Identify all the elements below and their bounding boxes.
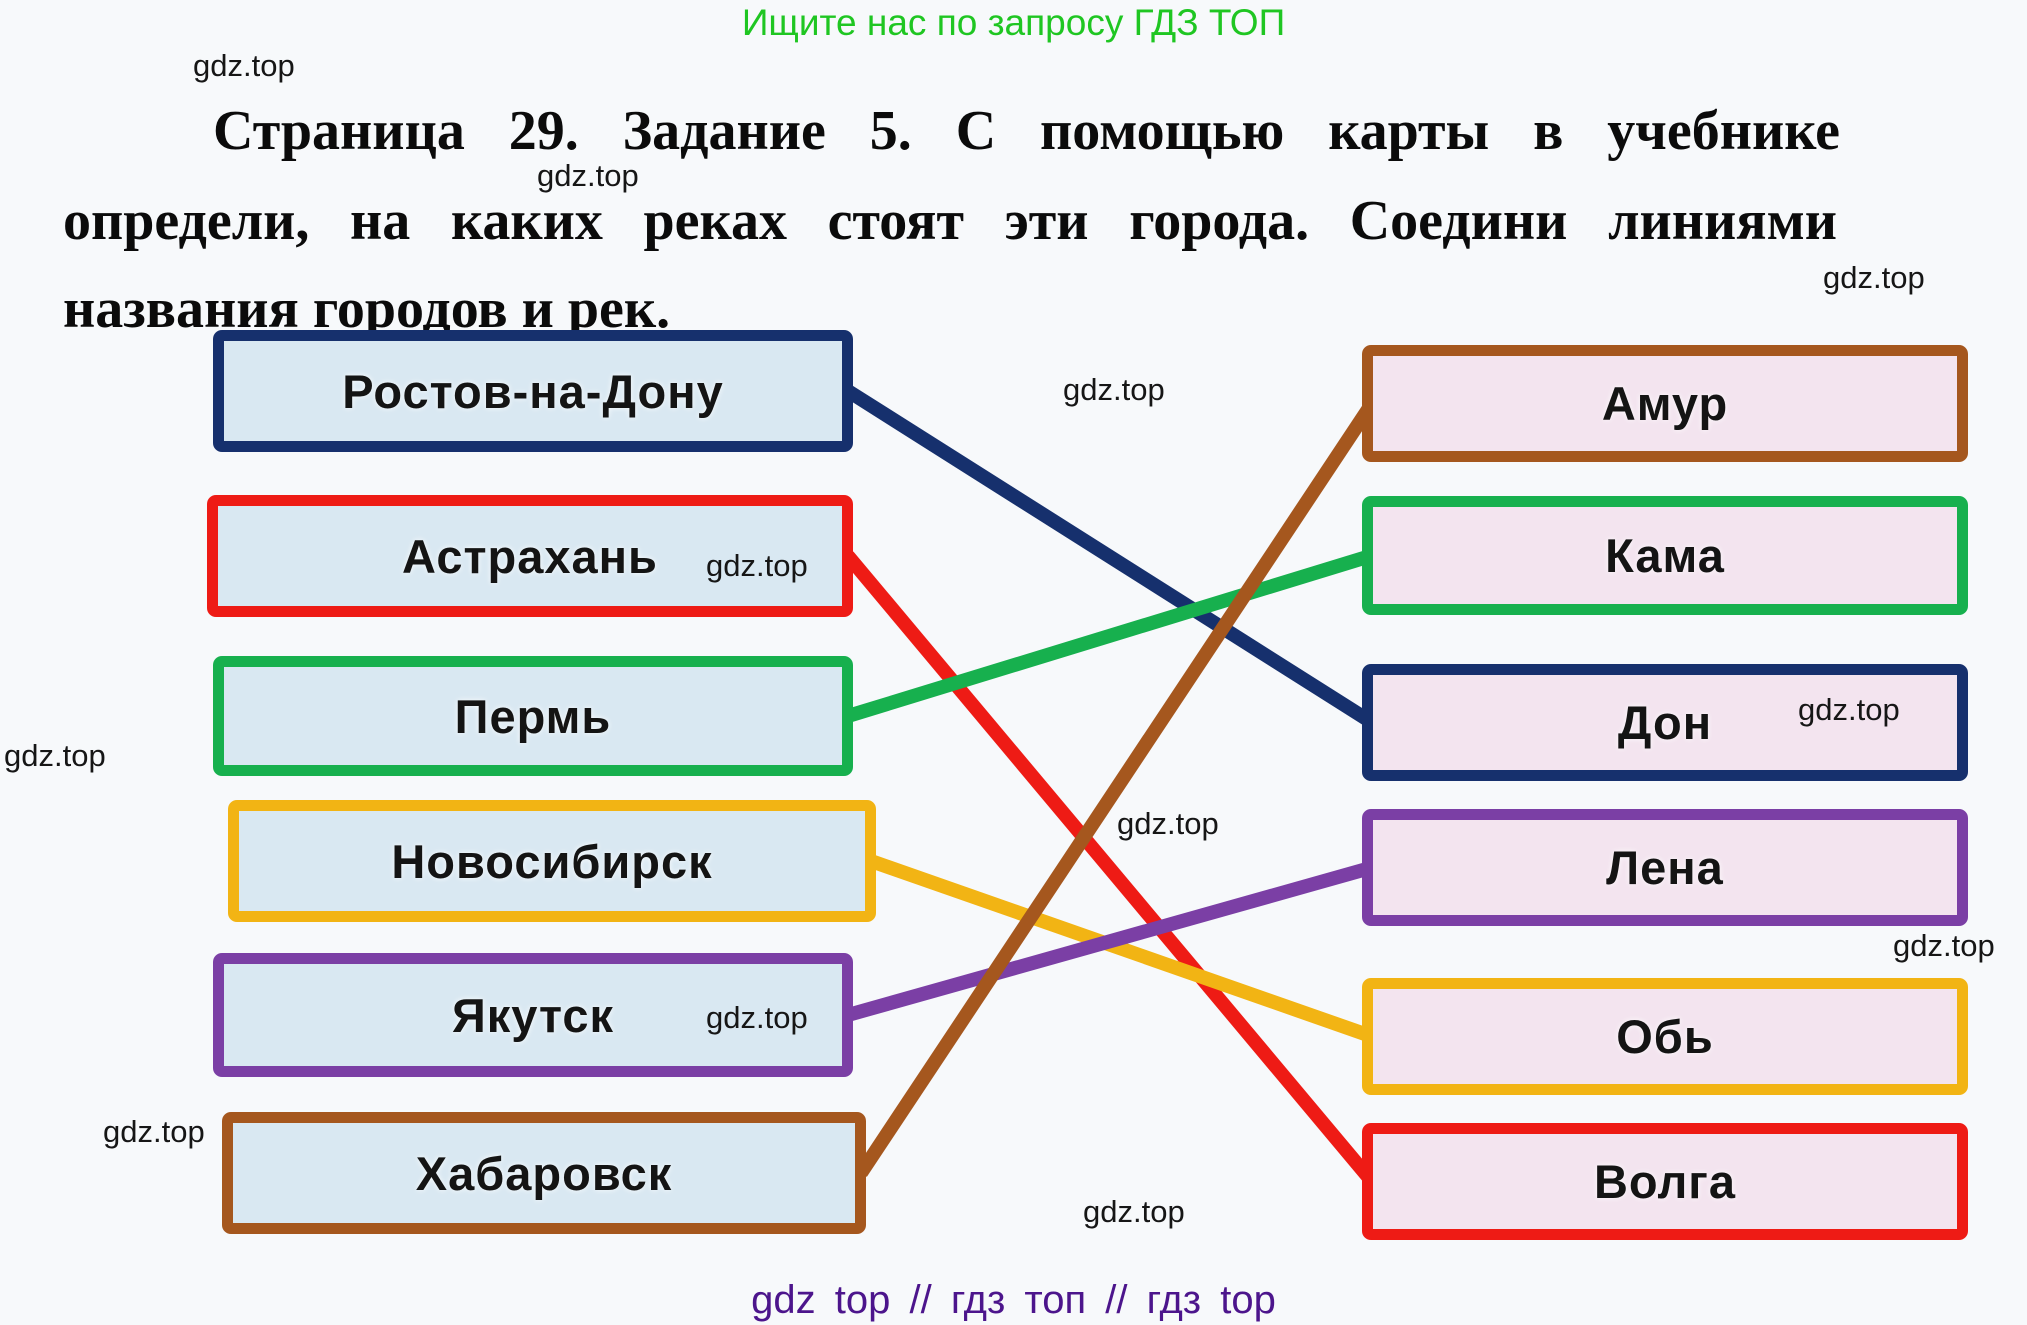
city-label: Ростов-на-Дону xyxy=(342,364,724,418)
river-label: Дон xyxy=(1617,696,1713,749)
connection-line-yakutsk-lena xyxy=(846,860,1374,1022)
connection-line-astrakhan-volga xyxy=(842,551,1378,1186)
connection-line-khabarovsk-amur xyxy=(855,399,1378,1177)
task-title-line-1: Страница 29. Задание 5. С помощью карты … xyxy=(213,100,1840,162)
river-label: Лена xyxy=(1606,841,1724,894)
promo-banner: Ищите нас по запросу ГДЗ ТОП xyxy=(741,2,1286,43)
city-label: Хабаровск xyxy=(415,1146,673,1200)
city-box-novosibirsk: Новосибирск xyxy=(228,800,876,922)
gdz-watermark: gdz.top xyxy=(4,738,106,773)
river-label: Волга xyxy=(1593,1155,1737,1208)
gdz-watermark: gdz.top xyxy=(706,1000,808,1035)
river-box-lena: Лена xyxy=(1362,809,1968,926)
gdz-watermark: gdz.top xyxy=(537,158,639,193)
gdz-watermark: gdz.top xyxy=(706,548,808,583)
city-box-astrakhan: Астрахань xyxy=(207,495,853,617)
city-box-perm: Пермь xyxy=(213,656,853,776)
river-box-amur: Амур xyxy=(1362,345,1968,462)
connection-line-rostov-don xyxy=(844,385,1376,729)
city-label: Якутск xyxy=(451,988,615,1042)
gdz-watermark: gdz.top xyxy=(1823,260,1925,295)
river-box-volga: Волга xyxy=(1362,1123,1968,1240)
connection-line-novosibirsk-ob xyxy=(868,854,1375,1044)
river-label: Обь xyxy=(1616,1010,1714,1063)
footer-watermark: gdz top // гдз топ // гдз top xyxy=(751,1278,1276,1322)
city-box-yakutsk: Якутск xyxy=(213,953,853,1077)
task-title-line-2: определи, на каких реках стоят эти город… xyxy=(63,190,1837,252)
river-label: Кама xyxy=(1605,529,1725,582)
gdz-watermark: gdz.top xyxy=(1117,806,1219,841)
gdz-watermark: gdz.top xyxy=(1798,692,1900,727)
city-label: Пермь xyxy=(454,689,612,743)
river-box-ob: Обь xyxy=(1362,978,1968,1095)
river-label: Амур xyxy=(1601,377,1729,430)
gdz-watermark: gdz.top xyxy=(1063,372,1165,407)
city-box-rostov: Ростов-на-Дону xyxy=(213,330,853,452)
city-label: Новосибирск xyxy=(391,834,713,888)
gdz-watermark: gdz.top xyxy=(1893,928,1995,963)
task-title-line-3: названия городов и рек. xyxy=(63,278,671,340)
gdz-watermark: gdz.top xyxy=(103,1114,205,1149)
gdz-watermark: gdz.top xyxy=(1083,1194,1185,1229)
connection-line-perm-kama xyxy=(845,548,1375,723)
gdz-watermark: gdz.top xyxy=(193,48,295,83)
city-box-khabarovsk: Хабаровск xyxy=(222,1112,866,1234)
city-label: Астрахань xyxy=(402,529,658,583)
river-box-kama: Кама xyxy=(1362,496,1968,615)
river-box-don: Дон xyxy=(1362,664,1968,781)
